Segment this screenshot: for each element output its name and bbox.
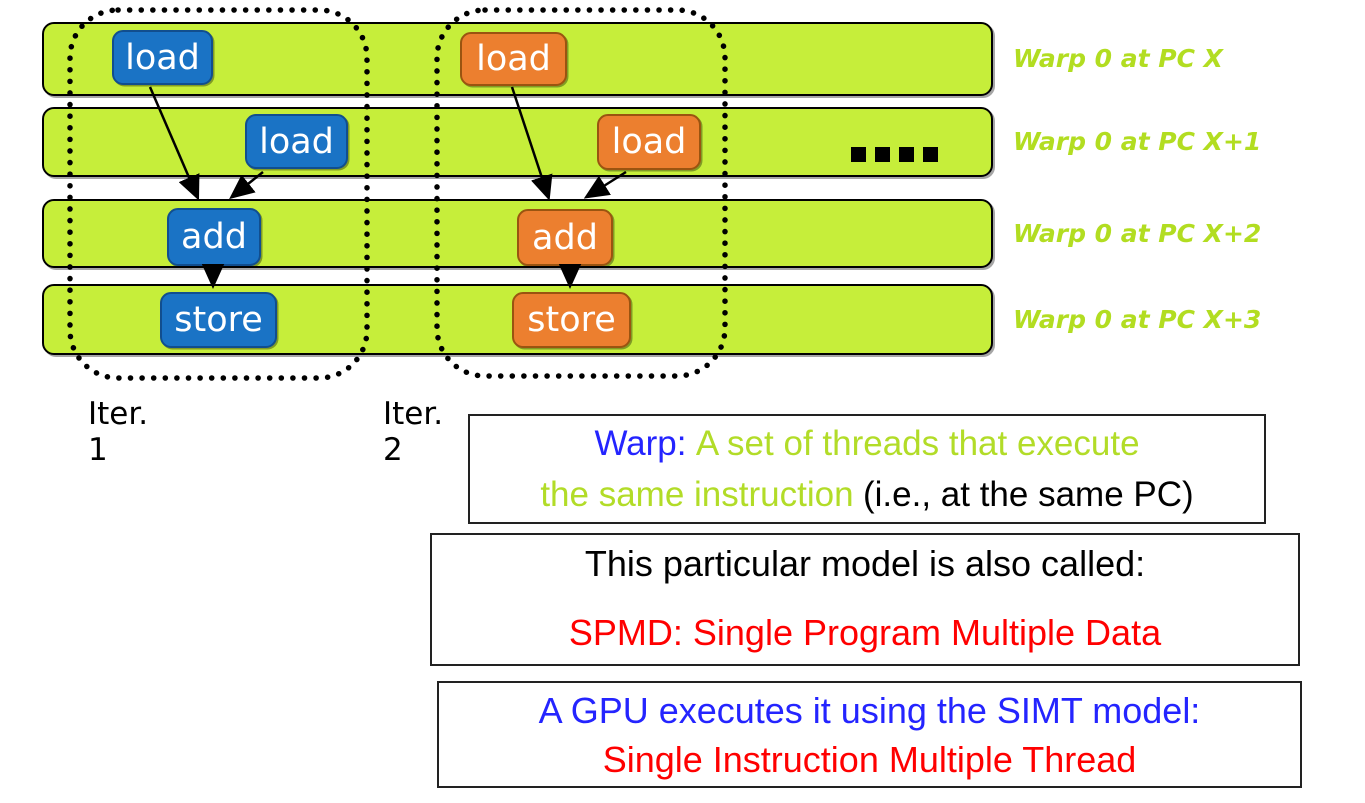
warp-pc-label-4: Warp 0 at PC X+3 <box>1013 305 1262 334</box>
iteration-1-marker-number: 1 <box>88 432 108 468</box>
warp-pc-label-3: Warp 0 at PC X+2 <box>1013 219 1262 248</box>
iteration-2-marker-number: 2 <box>383 432 403 468</box>
spmd-line2: SPMD: Single Program Multiple Data <box>568 612 1162 653</box>
simt-line2: Single Instruction Multiple Thread <box>602 739 1137 780</box>
iter1-load2-box: load <box>245 114 348 169</box>
simt-line1: A GPU executes it using the SIMT model: <box>538 690 1201 731</box>
iter2-store-box: store <box>512 292 631 348</box>
warp-definition-line1: Warp:A set of threads that execute <box>470 418 1264 469</box>
iter1-load1-box: load <box>112 30 213 85</box>
iter2-load2-box: load <box>597 114 701 170</box>
warp-def-green-2: the same instruction <box>540 475 854 514</box>
more-iterations-ellipsis <box>851 147 938 162</box>
warp-pc-label-1: Warp 0 at PC X <box>1013 44 1223 73</box>
warp-pc-label-2: Warp 0 at PC X+1 <box>1013 127 1262 156</box>
iter2-load1-box: load <box>460 32 567 86</box>
iter1-add-box: add <box>167 208 261 266</box>
warp-definition-box: Warp:A set of threads that execute the s… <box>468 414 1266 524</box>
warp-definition-line2: the same instruction(i.e., at the same P… <box>470 469 1264 520</box>
ellipsis-dot <box>923 147 938 162</box>
iteration-1-marker-word: Iter. <box>88 396 149 432</box>
ellipsis-dot <box>899 147 914 162</box>
spmd-line1: This particular model is also called: <box>584 543 1146 584</box>
warp-bar-pc-x1 <box>42 107 993 177</box>
ellipsis-dot <box>851 147 866 162</box>
spmd-box: This particular model is also called: SP… <box>430 533 1300 666</box>
warp-term: Warp: <box>594 424 687 463</box>
iteration-2-marker-word: Iter. <box>383 396 444 432</box>
iteration-2-marker: Iter. 2 <box>383 396 443 468</box>
iteration-1-marker: Iter. 1 <box>88 396 148 468</box>
simt-box: A GPU executes it using the SIMT model: … <box>437 681 1302 788</box>
iter1-store-box: store <box>160 292 277 348</box>
warp-def-green-1: A set of threads that execute <box>695 424 1140 463</box>
ellipsis-dot <box>875 147 890 162</box>
warp-def-black: (i.e., at the same PC) <box>862 475 1194 514</box>
iter2-add-box: add <box>517 209 613 266</box>
